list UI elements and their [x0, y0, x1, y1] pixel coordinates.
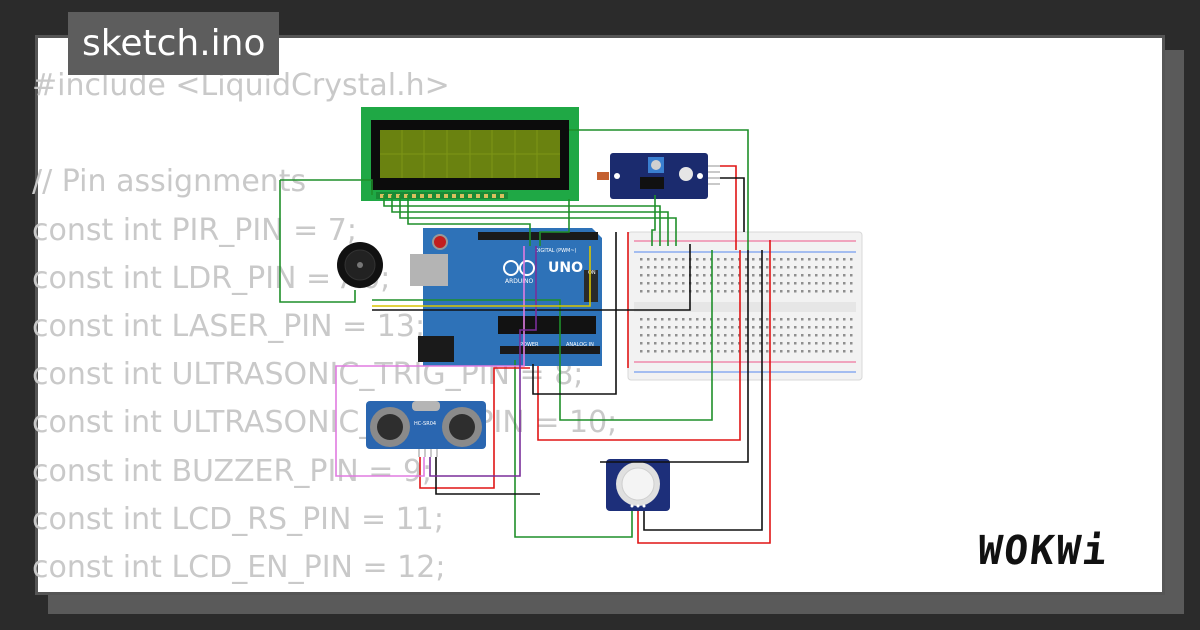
- code-line: // Pin assignments: [32, 164, 307, 200]
- arduino-uno: UNO ARDUINO DIGITAL (PWM~) POWER ANALOG …: [410, 228, 602, 366]
- file-name-badge: sketch.ino: [68, 12, 280, 75]
- board-brand-label: ARDUINO: [505, 278, 534, 285]
- board-model-label: UNO: [548, 260, 583, 276]
- code-line: const int LASER_PIN = 13;: [32, 308, 426, 344]
- code-line: const int LCD_EN_PIN = 12;: [32, 549, 446, 585]
- breadboard: [627, 231, 863, 381]
- code-line: const int LCD_RS_PIN = 11;: [32, 501, 444, 537]
- power-header-label: POWER: [520, 342, 539, 348]
- buzzer: [337, 242, 383, 288]
- code-line: const int PIR_PIN = 7;: [32, 212, 358, 248]
- ultrasonic-sensor: HC-SR04: [366, 401, 486, 457]
- ldr-sensor-module: [597, 153, 720, 199]
- wires: [279, 129, 771, 544]
- code-line: const int BUZZER_PIN = 9;: [32, 453, 433, 489]
- on-led-label: ON: [588, 270, 596, 276]
- ultrasonic-label: HC-SR04: [414, 421, 436, 427]
- lcd-display: [361, 107, 579, 201]
- wokwi-logo: WOKWi: [975, 528, 1111, 574]
- code-line: const int ULTRASONIC_TRIG_PIN = 8;: [32, 357, 584, 393]
- pir-motion-sensor: [606, 459, 670, 511]
- code-preview: #include <LiquidCrystal.h>// Pin assignm…: [32, 62, 617, 592]
- digital-header-label: DIGITAL (PWM~): [535, 248, 577, 254]
- analog-header-label: ANALOG IN: [566, 342, 594, 348]
